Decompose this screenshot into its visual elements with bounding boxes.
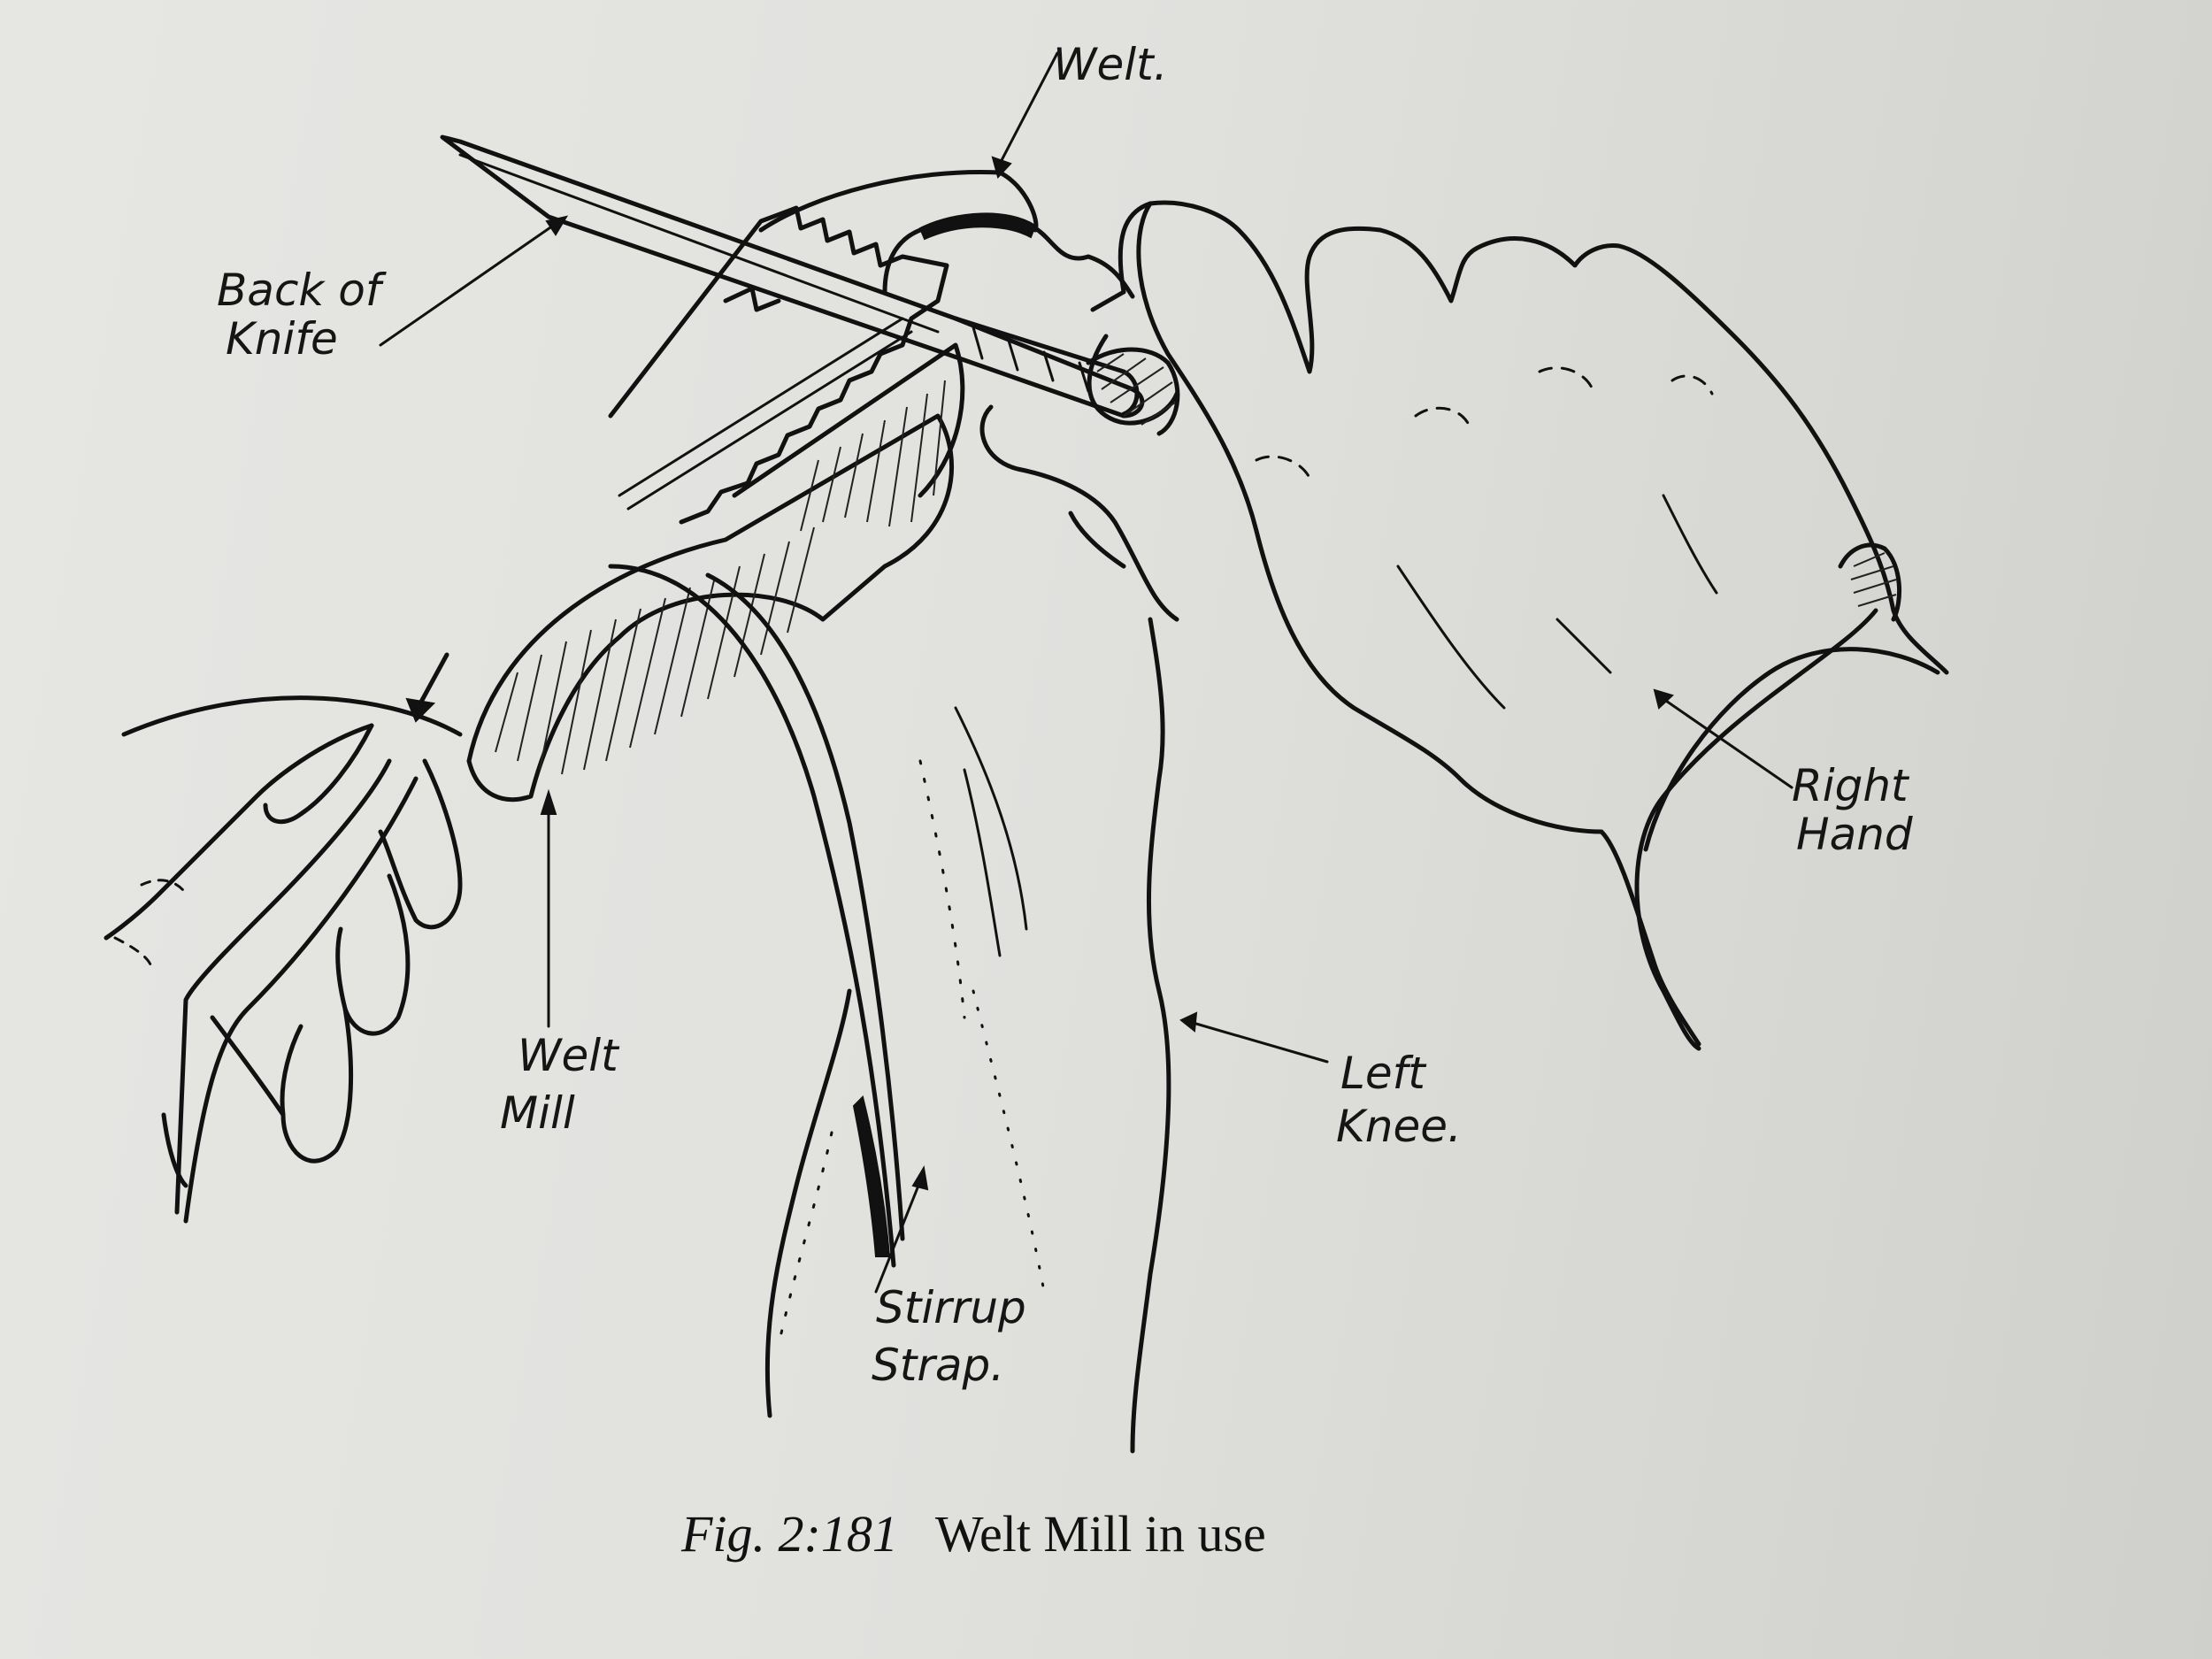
label-left-knee-line1: Left — [1340, 1048, 1427, 1099]
welt-mill-teeth — [608, 205, 949, 525]
figure-number: Fig. 2:181 — [681, 1505, 898, 1563]
stirrup-strap — [608, 564, 966, 1347]
label-welt: Welt. — [1053, 39, 1168, 90]
leader-lines — [379, 51, 1793, 1294]
label-welt-mill-line1: Welt — [518, 1030, 620, 1081]
label-back-of-knife: Back of Knife — [217, 265, 387, 365]
direction-arrow — [405, 652, 449, 723]
right-hand — [979, 200, 1949, 1051]
label-left-knee-line2: Knee. — [1336, 1101, 1462, 1152]
label-right-hand-line2: Hand — [1796, 809, 1913, 860]
label-right-hand: Right Hand — [1792, 760, 1913, 860]
left-hand — [104, 695, 463, 1224]
label-stirrup-strap-line2: Strap. — [872, 1340, 1004, 1391]
knife — [440, 134, 1145, 419]
label-welt-text: Welt. — [1053, 39, 1168, 90]
label-welt-mill-line2: Mill — [500, 1087, 575, 1139]
figure-caption: Fig. 2:181 Welt Mill in use — [681, 1504, 1266, 1563]
welt-strip — [758, 169, 1135, 299]
label-left-knee: Left Knee. — [1336, 1048, 1462, 1152]
label-right-hand-line1: Right — [1792, 760, 1910, 811]
label-back-of-knife-line1: Back of — [217, 265, 387, 316]
label-back-of-knife-line2: Knife — [226, 313, 338, 365]
label-stirrup-strap-line1: Stirrup — [876, 1282, 1026, 1333]
figure-title: Welt Mill in use — [934, 1505, 1266, 1563]
left-knee — [764, 617, 1171, 1454]
welt-mill-block — [466, 342, 965, 803]
label-stirrup-strap: Stirrup Strap. — [872, 1282, 1026, 1391]
label-welt-mill: Welt Mill — [500, 1030, 620, 1139]
